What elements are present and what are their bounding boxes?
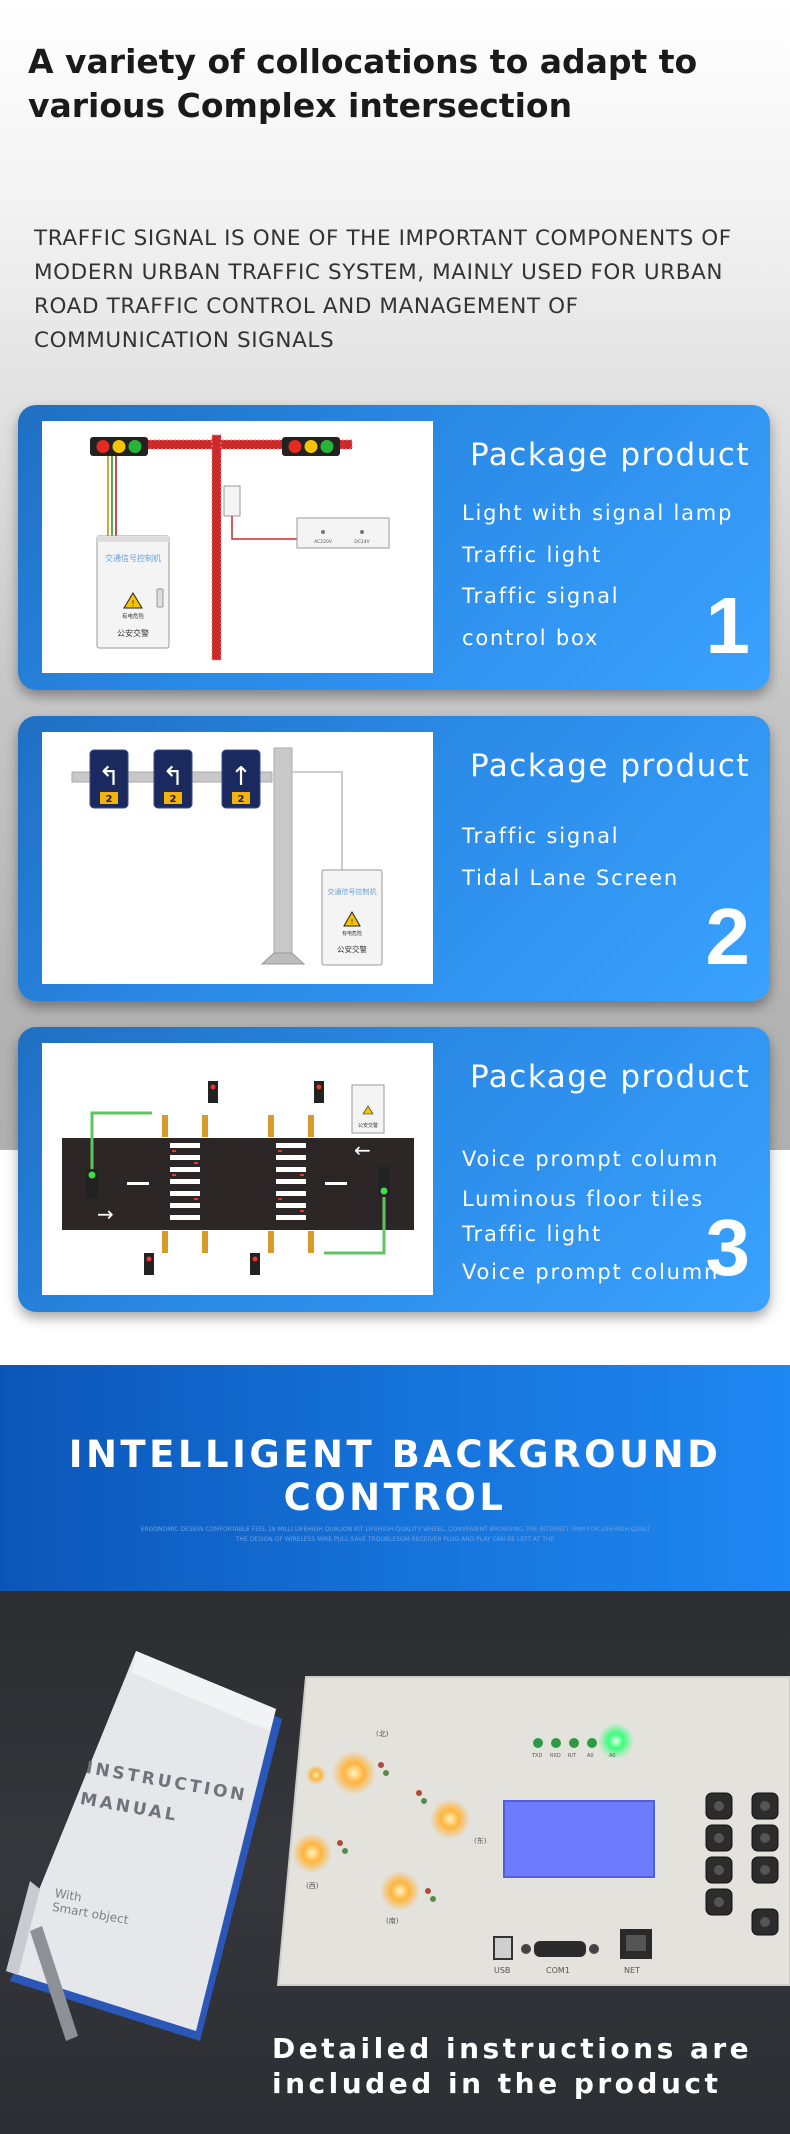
svg-text:↰: ↰ — [162, 762, 184, 792]
list-item: Light with signal lamp — [462, 501, 734, 525]
list-item: Luminous floor tiles — [462, 1187, 705, 1211]
package-1-illustration: 交通信号控制机 ! 有电危险 公安交警 AC220V DC24V — [42, 421, 433, 673]
board-label-west: (西) — [306, 1882, 319, 1890]
board-label-north: (北) — [376, 1730, 389, 1738]
svg-text:有电危险: 有电危险 — [122, 612, 145, 620]
control-board-image: (北) (东) (西) (南) USB COM1 NET TXD RXD R/T… — [276, 1676, 790, 1986]
svg-text:!: ! — [351, 918, 354, 926]
banner-fine-line-1: ERGONOMIC DESIGN COMFORTABLE FEEL 18 MIL… — [140, 1526, 650, 1533]
package-3-heading: Package product — [470, 1059, 751, 1095]
indicator-label-a0: A0 — [587, 1753, 594, 1759]
svg-text:DC24V: DC24V — [354, 539, 370, 545]
svg-text:AC220V: AC220V — [314, 539, 333, 545]
list-item: Traffic signal — [462, 824, 620, 848]
svg-text:2: 2 — [238, 794, 245, 805]
package-3-illustration: → ← — [42, 1043, 433, 1295]
crosswalk-diagram: → ← — [62, 1081, 414, 1275]
board-label-east: (东) — [474, 1836, 487, 1845]
product-photo-section: INSTRUCTION MANUAL With Smart object — [0, 1591, 790, 2134]
banner-title: INTELLIGENT BACKGROUND CONTROL — [68, 1433, 722, 1519]
page-title: A variety of collocations to adapt to va… — [28, 42, 698, 125]
svg-text:交通信号控制机: 交通信号控制机 — [328, 887, 377, 896]
package-2-heading: Package product — [470, 748, 751, 784]
package-card-3: → ← — [18, 1027, 770, 1312]
svg-text:↑: ↑ — [230, 762, 252, 792]
svg-text:公安交警: 公安交警 — [337, 944, 367, 954]
indicator-label-rt: R/T — [568, 1753, 577, 1759]
bottom-caption-line-1: Detailed instructions are — [272, 2032, 753, 2065]
package-2-illustration: ↰ 2 ↰ 2 ↑ 2 交通信号控制机 ! 有电危险 — [42, 732, 433, 984]
list-item: Traffic light — [462, 543, 603, 567]
svg-text:↰: ↰ — [98, 762, 120, 792]
svg-text:有电危险: 有电危险 — [342, 930, 362, 937]
svg-text:公安交警: 公安交警 — [358, 1122, 378, 1129]
svg-text:交通信号控制机: 交通信号控制机 — [105, 553, 161, 563]
svg-text:→: → — [97, 1202, 114, 1226]
svg-text:!: ! — [131, 599, 134, 608]
indicator-label-a0-2: A0 — [609, 1753, 616, 1759]
list-item: Traffic signal — [462, 584, 620, 608]
list-item: Voice prompt column — [462, 1147, 720, 1171]
indicator-label-txd: TXD — [531, 1753, 542, 1759]
list-item: Traffic light — [462, 1222, 603, 1246]
package-3-item-list: Voice prompt column Luminous floor tiles… — [462, 1147, 719, 1298]
package-1-number: 1 — [705, 581, 751, 670]
bottom-caption-line-2: included in the product — [272, 2067, 722, 2100]
package-1-item-list: Light with signal lamp Traffic light Tra… — [462, 501, 733, 668]
signal-pole-diagram: 交通信号控制机 ! 有电危险 公安交警 AC220V DC24V — [90, 434, 390, 661]
package-card-1: 交通信号控制机 ! 有电危险 公安交警 AC220V DC24V Package… — [18, 405, 770, 690]
package-card-2: ↰ 2 ↰ 2 ↑ 2 交通信号控制机 ! 有电危险 — [18, 716, 770, 1001]
board-label-south: (南) — [386, 1916, 399, 1925]
net-port-label: NET — [624, 1966, 640, 1975]
bottom-caption: Detailed instructions are included in th… — [272, 2031, 772, 2101]
list-item: control box — [462, 626, 600, 650]
package-3-number: 3 — [705, 1203, 751, 1292]
tidal-lane-diagram: ↰ 2 ↰ 2 ↑ 2 交通信号控制机 ! 有电危险 — [71, 747, 383, 966]
indicator-label-rxd: RXD — [550, 1753, 561, 1759]
instruction-manual-image — [6, 1651, 282, 2041]
banner-fine-line-2: THE DESIGN OF WIRELESS MIRE PULL SAVE TR… — [235, 1536, 555, 1543]
usb-port-label: USB — [494, 1966, 510, 1975]
list-item: Voice prompt column — [462, 1260, 720, 1284]
intro-text: TRAFFIC SIGNAL IS ONE OF THE IMPORTANT C… — [34, 226, 732, 353]
svg-text:←: ← — [354, 1138, 371, 1162]
package-1-heading: Package product — [470, 437, 751, 473]
svg-text:公安交警: 公安交警 — [117, 628, 149, 638]
list-item: Tidal Lane Screen — [462, 866, 679, 890]
com1-port-label: COM1 — [546, 1966, 570, 1975]
package-2-item-list: Traffic signal Tidal Lane Screen — [462, 824, 679, 908]
package-2-number: 2 — [705, 892, 751, 981]
intelligent-control-banner: INTELLIGENT BACKGROUND CONTROL ERGONOMIC… — [0, 1365, 790, 1591]
svg-text:2: 2 — [106, 794, 113, 805]
svg-text:2: 2 — [170, 794, 177, 805]
banner-fine-print: ERGONOMIC DESIGN COMFORTABLE FEEL 18 MIL… — [130, 1525, 660, 1545]
